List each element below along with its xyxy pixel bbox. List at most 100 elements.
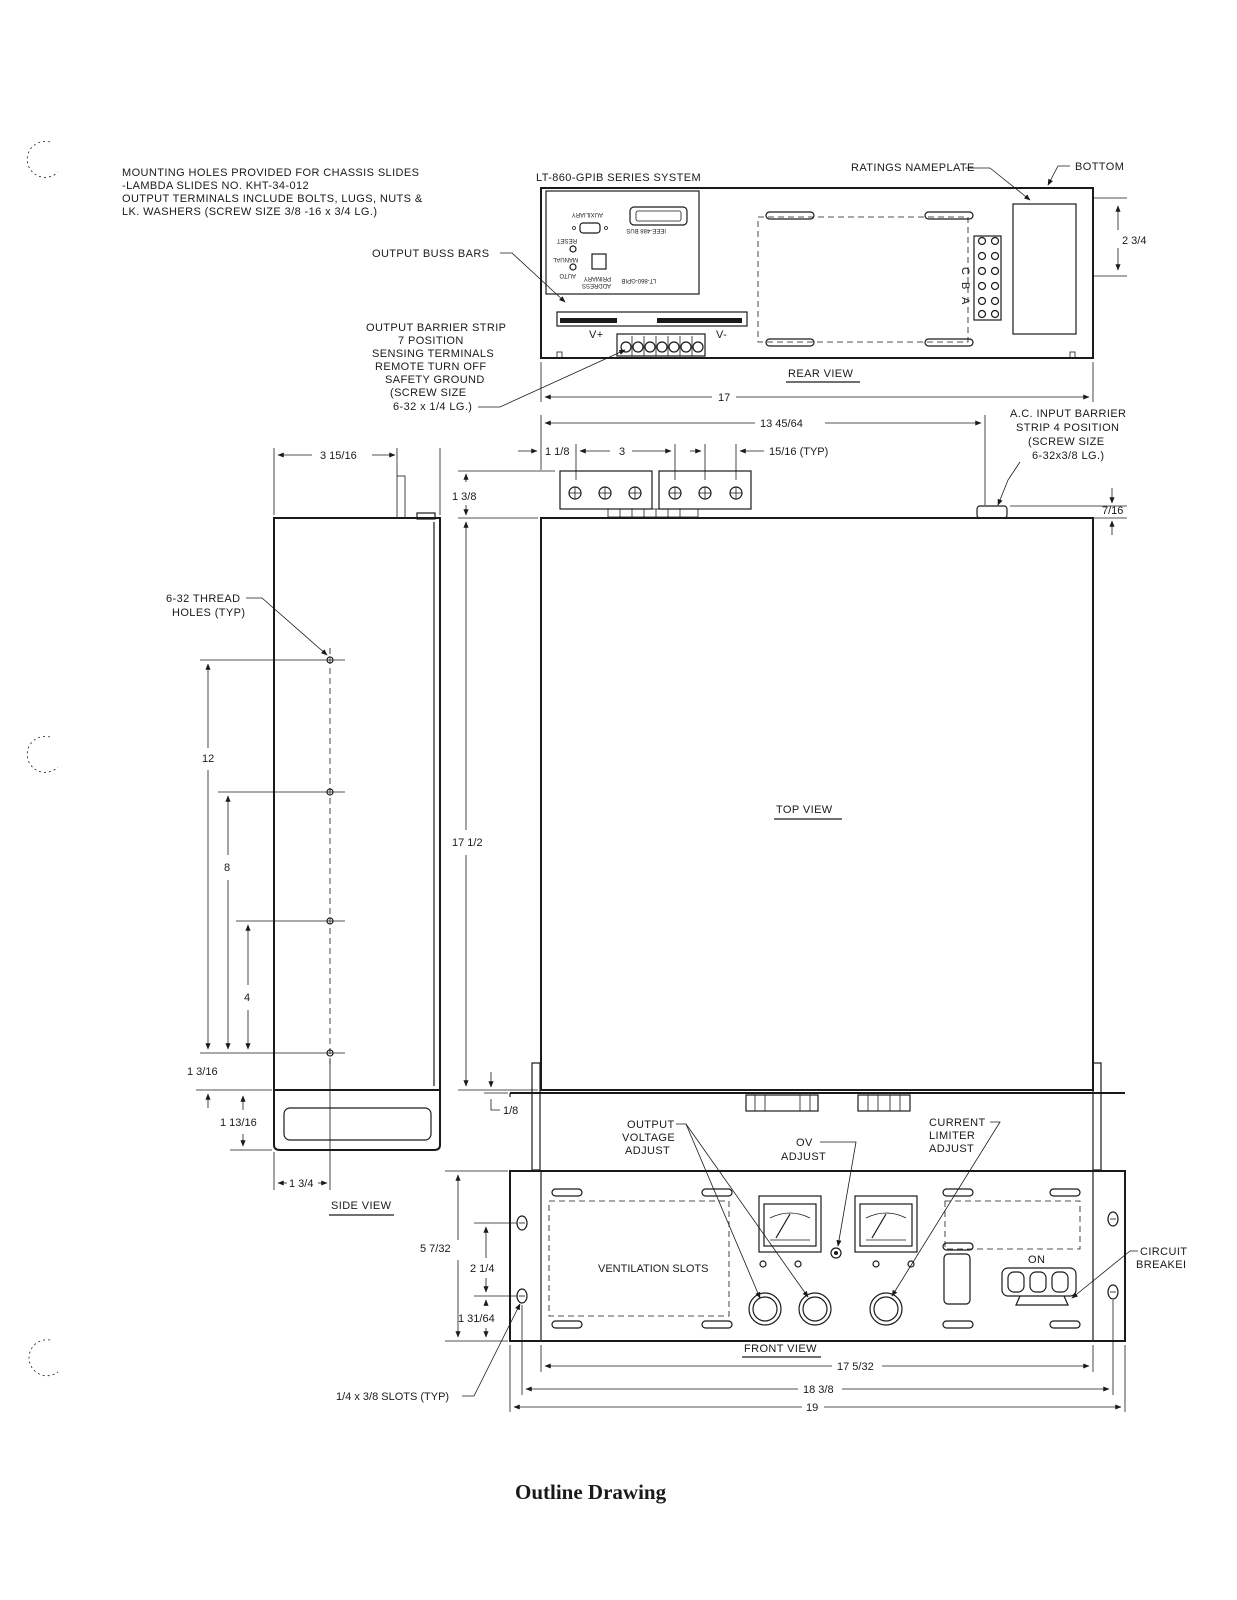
mode-switch — [569, 263, 577, 271]
dim-1-13-16: 1 13/16 — [220, 1117, 257, 1129]
reset-button — [569, 245, 577, 253]
voltmeter — [758, 1195, 822, 1253]
svg-text:ADJUST: ADJUST — [625, 1145, 670, 1157]
current-limiter-knob — [869, 1292, 903, 1326]
dim-12: 12 — [202, 753, 214, 765]
ac-input-strip-top — [976, 505, 1008, 519]
svg-text:VOLTAGE: VOLTAGE — [622, 1132, 675, 1144]
on-label: ON — [1028, 1254, 1045, 1266]
dim-18-3-8: 18 3/8 — [803, 1384, 834, 1396]
svg-text:STRIP 4 POSITION: STRIP 4 POSITION — [1016, 422, 1119, 434]
rear-chassis-outline — [540, 187, 1094, 359]
svg-text:OUTPUT BARRIER STRIP: OUTPUT BARRIER STRIP — [366, 322, 506, 334]
svg-text:A.C. INPUT BARRIER: A.C. INPUT BARRIER — [1010, 408, 1126, 420]
ratings-nameplate — [1012, 203, 1077, 335]
barrier-strip-label: OUTPUT BARRIER STRIP 7 POSITION SENSING … — [366, 322, 506, 413]
side-view: 12 8 4 6-32 THREAD HOLES (TYP) 3 15/16 1… — [166, 448, 441, 1216]
side-handle — [283, 1107, 432, 1141]
series-title: LT-860-GPIB SERIES SYSTEM — [536, 172, 701, 184]
note-line-1: MOUNTING HOLES PROVIDED FOR CHASSIS SLID… — [122, 167, 419, 179]
output-voltage-knob-fine — [798, 1292, 832, 1326]
rear-height-dim: 2 3/4 — [1122, 235, 1146, 247]
dim-17-1-2: 17 1/2 — [452, 837, 483, 849]
svg-text:OV: OV — [796, 1137, 813, 1149]
svg-text:7 POSITION: 7 POSITION — [398, 335, 464, 347]
dim-17-5-32: 17 5/32 — [837, 1361, 874, 1373]
dim-8: 8 — [224, 862, 230, 874]
phase-c-label: C — [959, 267, 971, 275]
ieee-488-connector — [629, 206, 688, 226]
note-line-2: -LAMBDA SLIDES NO. KHT-34-012 — [122, 180, 309, 192]
panel-address-text: ADDRESS — [582, 282, 611, 288]
dim-5-7-32: 5 7/32 — [420, 1243, 451, 1255]
output-buss-bars — [556, 311, 748, 327]
svg-text:(SCREW SIZE: (SCREW SIZE — [390, 387, 467, 399]
output-terminal-block-positive — [559, 470, 653, 510]
address-switch — [591, 253, 607, 270]
circuit-breaker — [1001, 1267, 1077, 1297]
panel-manual-text: MANUAL — [552, 256, 578, 262]
svg-text:6-32x3/8 LG.): 6-32x3/8 LG.) — [1032, 450, 1104, 462]
bottom-label: BOTTOM — [1075, 161, 1124, 173]
svg-text:SENSING TERMINALS: SENSING TERMINALS — [372, 348, 494, 360]
side-width-dim: 3 15/16 — [320, 450, 357, 462]
phase-a-label: A — [959, 297, 971, 305]
front-knobs-top — [745, 1094, 819, 1112]
ratings-nameplate-label: RATINGS NAMEPLATE — [851, 162, 975, 174]
general-notes: MOUNTING HOLES PROVIDED FOR CHASSIS SLID… — [122, 167, 423, 218]
ac-terminal-block — [973, 235, 1002, 321]
dim-3: 3 — [619, 446, 625, 458]
output-terminal-screws — [568, 486, 743, 500]
note-line-4: LK. WASHERS (SCREW SIZE 3/8 -16 x 3/4 LG… — [122, 206, 377, 218]
dim-4: 4 — [244, 992, 250, 1004]
output-barrier-strip — [616, 333, 706, 357]
binder-hole-marks — [26, 141, 59, 1377]
output-voltage-adjust-label: OUTPUT VOLTAGE ADJUST — [622, 1119, 675, 1157]
dim-19: 19 — [806, 1402, 818, 1414]
side-chassis-outline — [273, 517, 441, 1091]
drawing-caption: Outline Drawing — [515, 1480, 667, 1504]
rear-view: LT-860-GPIB SERIES SYSTEM RATINGS NAMEPL… — [366, 161, 1146, 413]
svg-text:(SCREW SIZE: (SCREW SIZE — [1028, 436, 1105, 448]
dim-1-3-16: 1 3/16 — [187, 1066, 218, 1078]
svg-text:ADJUST: ADJUST — [929, 1143, 974, 1155]
dim-1-1-8: 1 1/8 — [545, 446, 569, 458]
thread-holes-label-2: HOLES (TYP) — [172, 607, 245, 619]
ac-terminals — [977, 236, 1000, 319]
thread-holes-label-1: 6-32 THREAD — [166, 593, 241, 605]
ac-input-label: A.C. INPUT BARRIER STRIP 4 POSITION (SCR… — [1010, 408, 1126, 462]
top-view: TOP VIEW 13 45/64 1 1/8 3 15/16 (TYP) 1 … — [452, 408, 1127, 1171]
output-buss-bars-label: OUTPUT BUSS BARS — [372, 248, 489, 260]
panel-model-text: LT-860-GPIB — [621, 277, 656, 283]
side-terminal-post — [396, 475, 406, 519]
rear-vent-outline — [757, 216, 969, 343]
ammeter — [854, 1195, 918, 1253]
slots-label: 1/4 x 3/8 SLOTS (TYP) — [336, 1391, 449, 1403]
svg-text:BREAKEI: BREAKEI — [1136, 1259, 1187, 1271]
rear-view-label: REAR VIEW — [788, 368, 854, 380]
v-minus-label: V- — [716, 329, 727, 341]
auxiliary-connector — [579, 222, 601, 234]
panel-reset-text: RESET — [557, 237, 577, 243]
dim-1-3-4: 1 3/4 — [289, 1178, 313, 1190]
svg-text:CIRCUIT: CIRCUIT — [1140, 1246, 1187, 1258]
rear-width-dim: 17 — [718, 392, 730, 404]
top-chassis-outline — [540, 517, 1094, 1091]
svg-text:SAFETY GROUND: SAFETY GROUND — [385, 374, 485, 386]
ventilation-area — [548, 1200, 730, 1317]
svg-text:REMOTE TURN OFF: REMOTE TURN OFF — [375, 361, 487, 373]
dim-2-1-4: 2 1/4 — [470, 1263, 494, 1275]
note-line-3: OUTPUT TERMINALS INCLUDE BOLTS, LUGS, NU… — [122, 193, 423, 205]
panel-auxiliary-text: AUXILIARY — [572, 211, 603, 217]
panel-auto-text: AUTO — [559, 272, 576, 278]
top-view-label: TOP VIEW — [776, 804, 833, 816]
phase-b-label: B — [959, 282, 971, 290]
output-voltage-knob-coarse — [748, 1292, 782, 1326]
dim-15-16: 15/16 (TYP) — [769, 446, 828, 458]
side-view-label: SIDE VIEW — [331, 1200, 392, 1212]
circuit-breaker-label: CIRCUIT BREAKEI — [1136, 1246, 1187, 1271]
svg-text:ADJUST: ADJUST — [781, 1151, 826, 1163]
ov-adjust-pot — [830, 1247, 842, 1259]
barrier-strip-terminals — [620, 341, 704, 353]
